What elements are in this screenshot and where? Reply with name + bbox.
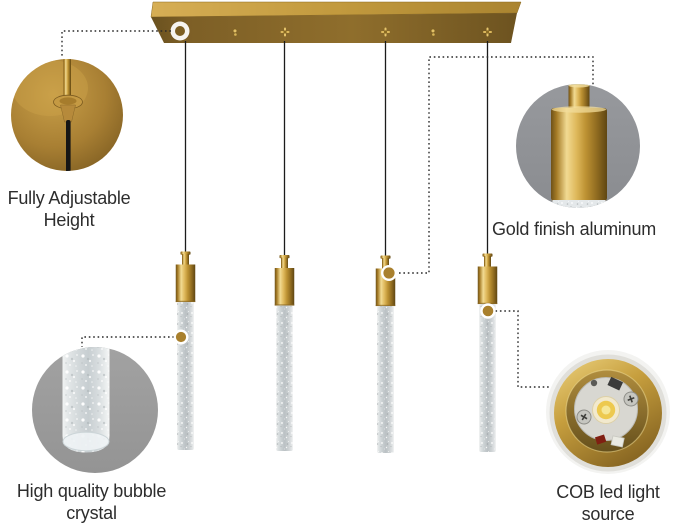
feature-label-gold-finish: Gold finish aluminum xyxy=(492,219,657,239)
pendant-connector xyxy=(279,255,290,259)
callout-line-adjustable-height xyxy=(61,30,171,58)
feature-label-bubble-crystal: High quality bubble crystal xyxy=(16,481,167,523)
feature-label-cob-led: COB led light source xyxy=(556,482,660,524)
callout-circle-gold-finish xyxy=(516,84,640,208)
pendant-socket xyxy=(175,264,196,302)
pendant-light-1 xyxy=(175,251,196,450)
callout-circle-bubble-crystal xyxy=(32,347,158,473)
mounting-grommet-icon xyxy=(170,21,190,41)
callout-circle-cob-led xyxy=(546,350,670,474)
pendant-light-4 xyxy=(477,253,498,452)
mounting-screw-icon xyxy=(232,28,238,36)
pendant-connector xyxy=(380,255,391,259)
screw-icon xyxy=(623,391,639,407)
callout-line-cob-led xyxy=(495,310,551,388)
led-chip-icon xyxy=(592,396,620,424)
screw-icon xyxy=(576,409,592,425)
mounting-screw-icon xyxy=(381,27,390,37)
pendant-socket xyxy=(274,268,295,306)
feature-label-adjustable-height: Fully Adjustable Height xyxy=(7,188,131,230)
callout-line-gold-finish xyxy=(399,56,594,274)
mounting-screw-icon xyxy=(483,27,492,37)
mounting-screw-icon xyxy=(280,27,290,37)
pendant-connector xyxy=(482,253,493,257)
pendant-light-3 xyxy=(375,255,396,453)
callout-circle-adjustable-height xyxy=(11,59,123,171)
pendant-connector xyxy=(180,251,191,255)
canopy-cable xyxy=(66,120,71,171)
pendant-socket xyxy=(477,266,498,304)
ceiling-plate xyxy=(150,1,522,43)
mounting-screw-icon xyxy=(430,28,436,36)
pendant-light-2 xyxy=(274,255,295,451)
marker-dot-icon xyxy=(480,303,496,319)
callout-line-bubble-crystal xyxy=(81,336,174,347)
marker-dot-icon xyxy=(381,265,398,282)
marker-dot-icon xyxy=(173,329,189,345)
